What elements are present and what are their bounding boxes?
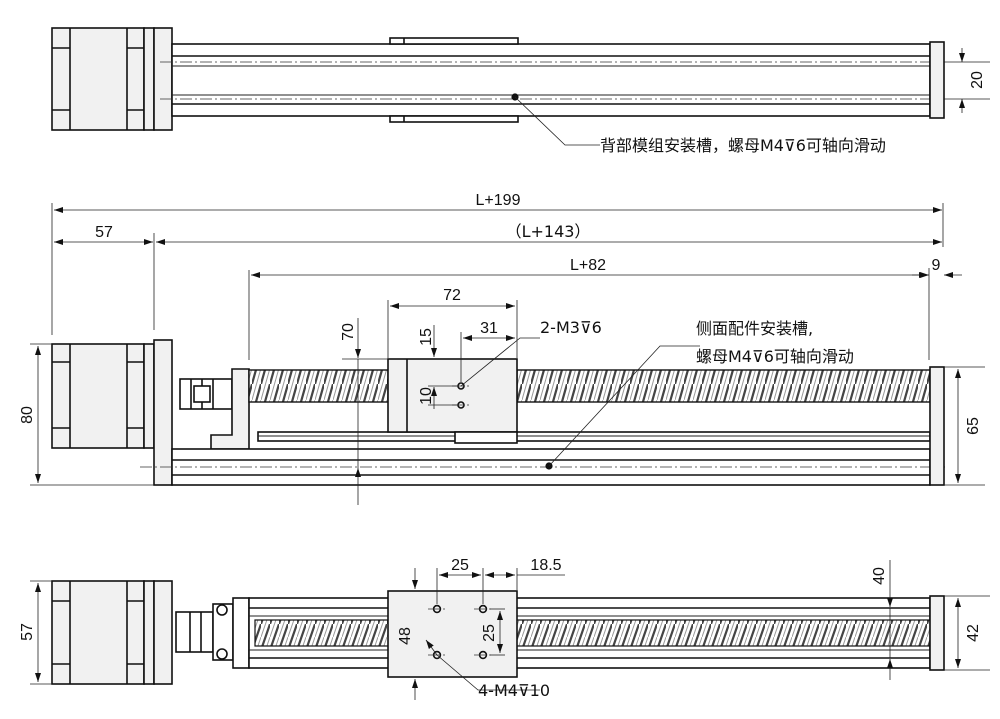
side-note-line2: 螺母M4⊽6可轴向滑动 [696, 347, 854, 366]
dim-rail-length: （L+143） [506, 222, 591, 241]
top-motor [51, 27, 173, 131]
bottom-dims: 25 18.5 48 25 40 57 42 4-M4⊽10 [19, 557, 990, 700]
dim-label: 20 [969, 71, 986, 89]
dim-slot-40: 40 [871, 567, 888, 585]
top-dim-20: 20 [944, 48, 990, 113]
dim-carriage-length: 72 [443, 287, 461, 304]
top-slot-note: 背部模组安装槽，螺母M4⊽6可轴向滑动 [511, 93, 886, 155]
dim-motor-length: 57 [95, 224, 113, 241]
bottom-view: 25 18.5 48 25 40 57 42 4-M4⊽10 [19, 557, 990, 700]
dim-hole-pitch-25: 25 [451, 557, 469, 574]
bottom-carriage [387, 590, 518, 678]
side-height-dims: 80 65 [19, 343, 985, 486]
dim-hole-offset: 31 [480, 320, 498, 337]
dim-motor-width-57: 57 [19, 623, 36, 641]
top-rail [160, 37, 945, 123]
overall-dims: L+199 57 （L+143） L+82 9 [51, 192, 962, 360]
bottom-motor [51, 580, 173, 685]
side-view: L+199 57 （L+143） L+82 9 [19, 192, 985, 505]
side-slot-note: 侧面配件安装槽, 螺母M4⊽6可轴向滑动 [545, 319, 854, 470]
side-coupling [179, 378, 233, 410]
dim-rail-width-42: 42 [965, 624, 982, 642]
dim-hole-15: 15 [418, 328, 435, 346]
dim-carriage-width-48: 48 [397, 627, 414, 645]
bottom-hole-label: 4-M4⊽10 [478, 681, 550, 700]
dim-hole-pitch-25-vertical: 25 [481, 624, 498, 642]
dim-total-length: L+199 [476, 192, 521, 209]
side-motor [51, 339, 173, 486]
carriage-dims: 72 31 70 15 10 2-M3⊽6 [340, 287, 602, 505]
side-screw [248, 369, 931, 403]
back-slot-note: 背部模组安装槽，螺母M4⊽6可轴向滑动 [600, 136, 886, 155]
bottom-coupling [175, 597, 250, 669]
dim-height-70: 70 [340, 323, 357, 341]
dim-end-plate: 9 [932, 257, 941, 274]
dim-hole-10: 10 [418, 387, 435, 405]
top-view: 20 背部模组安装槽，螺母M4⊽6可轴向滑动 [51, 27, 990, 155]
side-hole-label: 2-M3⊽6 [540, 318, 602, 337]
side-carriage [387, 358, 518, 444]
dim-height-65: 65 [965, 417, 982, 435]
dim-stroke-length: L+82 [570, 257, 606, 274]
side-note-line1: 侧面配件安装槽, [696, 319, 813, 338]
dim-hole-edge-18-5: 18.5 [530, 557, 561, 574]
dim-height-80: 80 [19, 406, 36, 424]
bottom-rail [248, 595, 945, 671]
